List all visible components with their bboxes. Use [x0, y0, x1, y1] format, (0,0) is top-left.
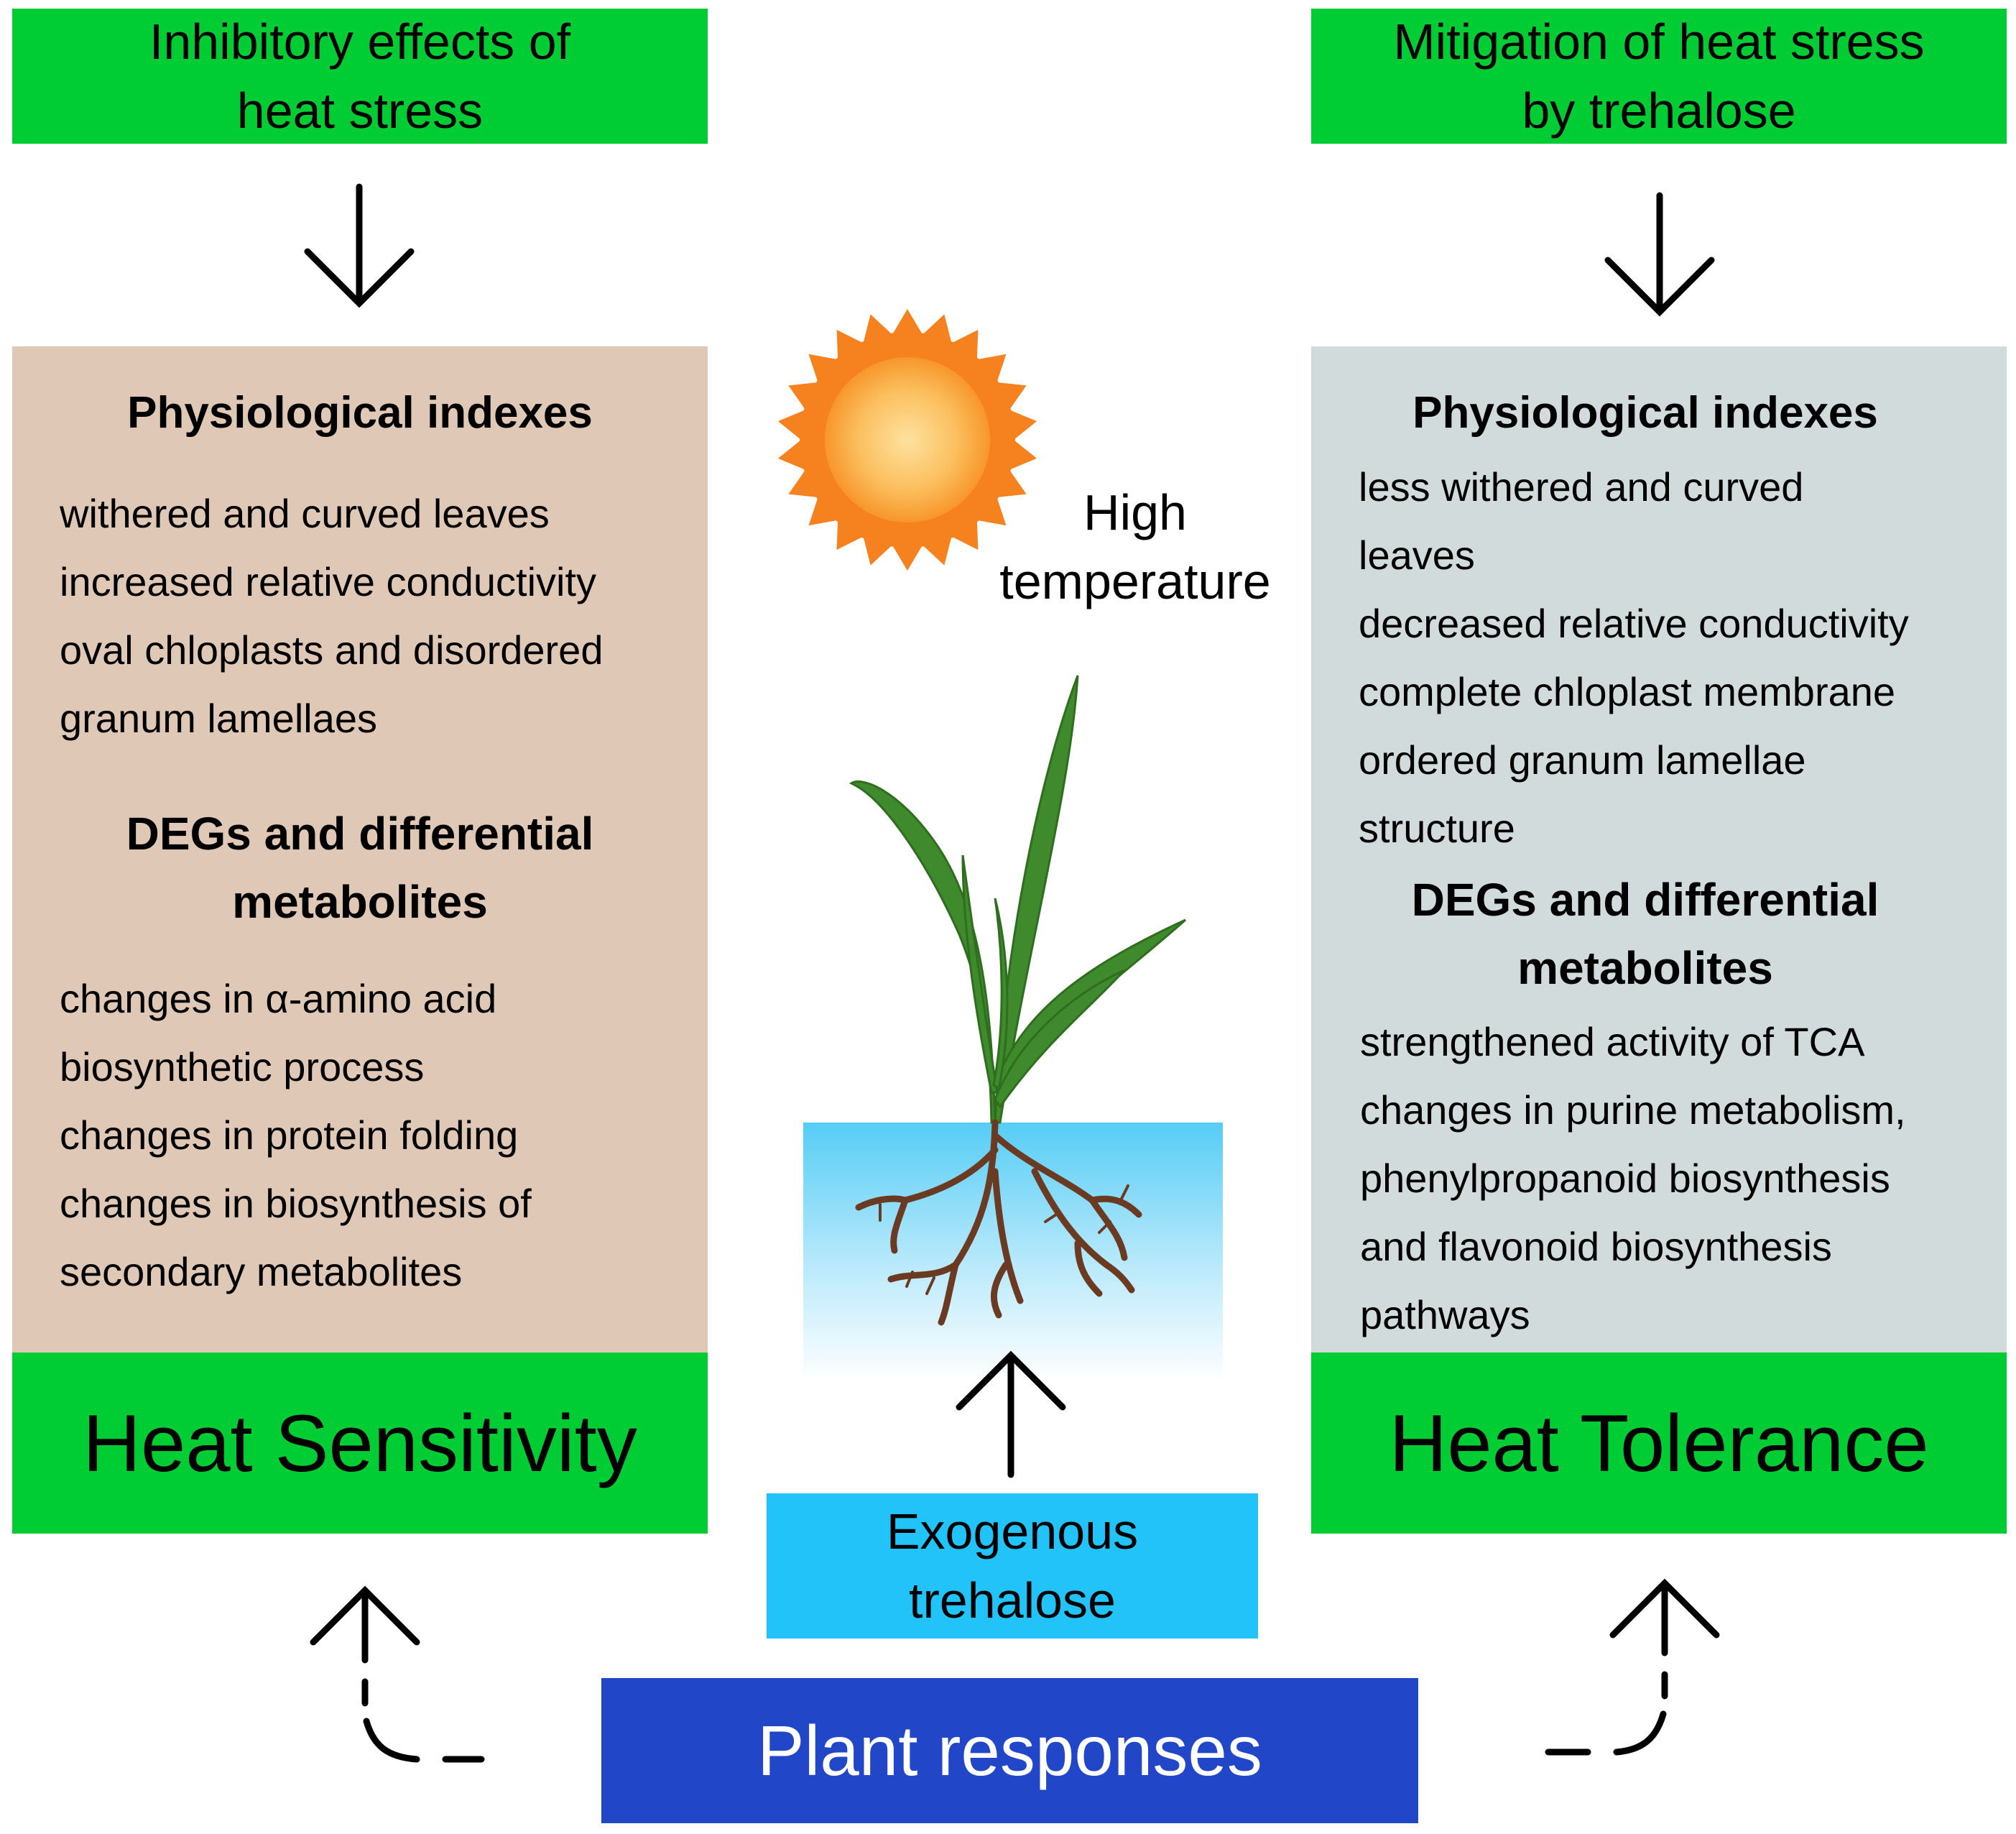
plant-responses-box: Plant responses [601, 1678, 1418, 1823]
right-degs-item-1: strengthened activity of TCA [1360, 1019, 1865, 1064]
right-physio-item-6: structure [1359, 806, 1515, 851]
left-degs-heading-line-2: metabolites [232, 876, 488, 928]
right-physio-item-1: less withered and curved [1359, 464, 1804, 510]
high-temperature-label: High temperature [963, 478, 1308, 616]
right-physio-item-5: ordered granum lamellae [1359, 737, 1806, 783]
left-physio-item-3: oval chloplasts and disordered [60, 627, 604, 673]
left-header: Inhibitory effects of heat stress [12, 9, 708, 144]
left-physio-heading: Physiological indexes [127, 388, 593, 438]
exogenous-trehalose-box: Exogenous trehalose [767, 1493, 1258, 1639]
left-degs-item-5: secondary metabolites [60, 1249, 463, 1294]
left-header-line-2: heat stress [236, 83, 484, 139]
right-panel: Physiological indexes less withered and … [1311, 346, 2007, 1353]
left-degs-item-1: changes in α-amino acid [60, 976, 497, 1021]
heat-sensitivity-box: Heat Sensitivity [12, 1353, 708, 1534]
left-dashed-bent-arrow-icon [310, 1585, 485, 1763]
left-down-arrow-icon [304, 183, 415, 308]
right-physio-item-2: leaves [1359, 533, 1475, 578]
right-degs-heading-line-2: metabolites [1517, 942, 1773, 994]
left-physio-item-4: granum lamellaes [60, 696, 377, 741]
right-physio-heading: Physiological indexes [1412, 388, 1878, 438]
left-degs-item-4: changes in biosynthesis of [60, 1181, 532, 1226]
sun-icon [777, 309, 1037, 571]
right-physio-item-3: decreased relative conductivity [1359, 601, 1909, 646]
water-block [803, 1123, 1223, 1381]
left-panel: Physiological indexes withered and curve… [12, 346, 708, 1353]
left-physio-item-2: increased relative conductivity [60, 559, 597, 604]
right-degs-heading-line-1: DEGs and differential [1411, 874, 1879, 926]
right-degs-item-5: pathways [1360, 1292, 1530, 1337]
left-degs-item-2: biosynthetic process [60, 1044, 425, 1089]
left-degs-heading-line-1: DEGs and differential [126, 808, 594, 860]
left-physio-item-1: withered and curved leaves [60, 491, 550, 536]
plant-illustration [849, 675, 1186, 1326]
trehalose-up-arrow-icon [956, 1350, 1066, 1478]
high-temperature-line-2: temperature [999, 553, 1271, 609]
right-header-line-2: by trehalose [1522, 83, 1796, 139]
right-header-line-1: Mitigation of heat stress [1393, 14, 1925, 70]
right-degs-item-2: changes in purine metabolism, [1360, 1087, 1906, 1133]
right-down-arrow-icon [1604, 192, 1715, 317]
left-degs-item-3: changes in protein folding [60, 1112, 519, 1158]
right-dashed-bent-arrow-icon [1545, 1578, 1720, 1756]
trehalose-line-2: trehalose [909, 1572, 1116, 1628]
high-temperature-line-1: High [1083, 484, 1187, 540]
trehalose-line-1: Exogenous [886, 1503, 1139, 1559]
right-header: Mitigation of heat stress by trehalose [1311, 9, 2007, 144]
heat-tolerance-box: Heat Tolerance [1311, 1353, 2007, 1534]
right-degs-item-3: phenylpropanoid biosynthesis [1360, 1156, 1890, 1201]
left-header-line-1: Inhibitory effects of [149, 14, 571, 70]
right-degs-item-4: and flavonoid biosynthesis [1360, 1224, 1832, 1269]
right-physio-item-4: complete chloplast membrane [1359, 669, 1896, 714]
